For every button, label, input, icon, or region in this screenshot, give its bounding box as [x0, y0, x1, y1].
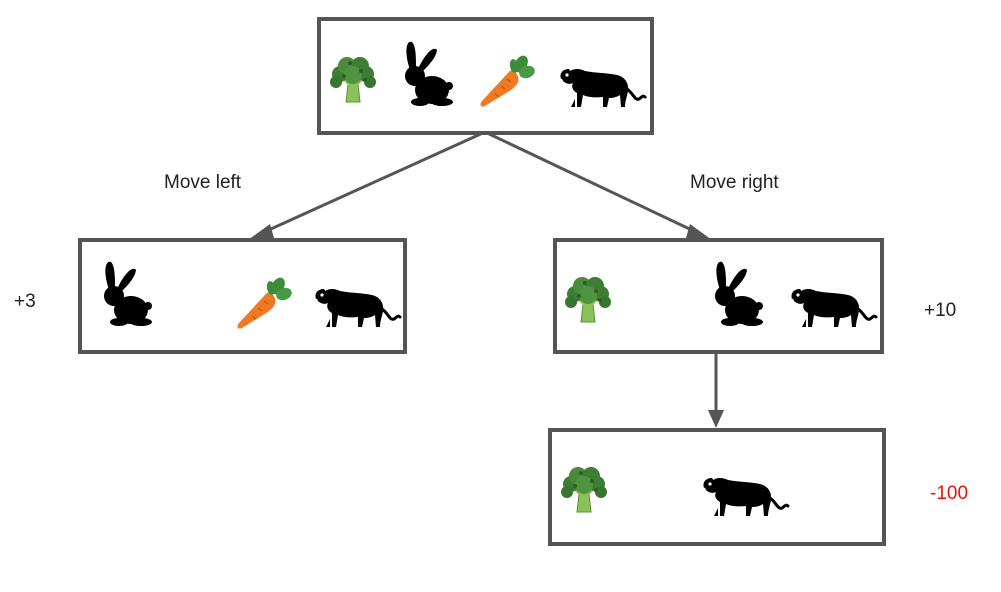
arrow-move-right — [484, 130, 699, 235]
state-box-top — [317, 17, 654, 135]
arrows — [248, 130, 724, 428]
arrow-move-left — [261, 130, 486, 235]
reward-bottom-state: -100 — [930, 483, 969, 504]
state-box-bottom — [548, 428, 886, 546]
move-left-label: Move left — [164, 172, 242, 193]
state-box-right — [553, 238, 884, 354]
reward-right-state: +10 — [924, 300, 957, 321]
arrowhead-down — [708, 410, 724, 428]
arrowhead-left — [248, 224, 274, 240]
move-right-label: Move right — [690, 172, 779, 193]
state-box-left — [78, 238, 407, 354]
arrowhead-right — [686, 224, 712, 240]
reward-left-state: +3 — [14, 291, 36, 312]
